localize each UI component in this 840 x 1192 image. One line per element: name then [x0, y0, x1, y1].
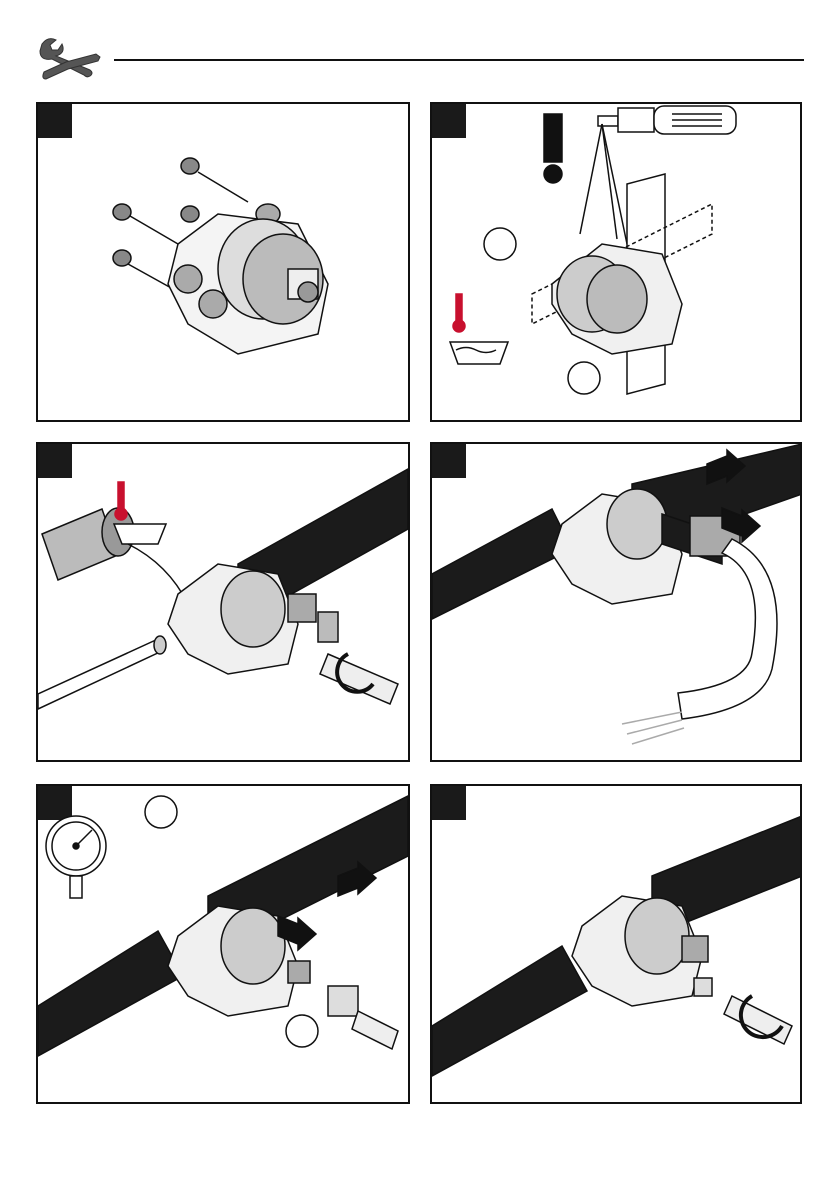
flushing-illustration — [432, 444, 802, 762]
header-rule — [114, 59, 804, 61]
mounting-illustration — [432, 104, 802, 422]
tools-icon — [34, 34, 104, 82]
pressure-test-illustration — [38, 786, 410, 1104]
pipe-connection-illustration — [38, 444, 410, 762]
step-panel-1 — [36, 102, 410, 422]
step-panel-5 — [36, 784, 410, 1104]
step-panel-2 — [430, 102, 802, 422]
plug-install-illustration — [432, 786, 802, 1104]
step-panel-3 — [36, 442, 410, 762]
valve-body-illustration — [38, 104, 410, 422]
step-panel-6 — [430, 784, 802, 1104]
step-panel-4 — [430, 442, 802, 762]
